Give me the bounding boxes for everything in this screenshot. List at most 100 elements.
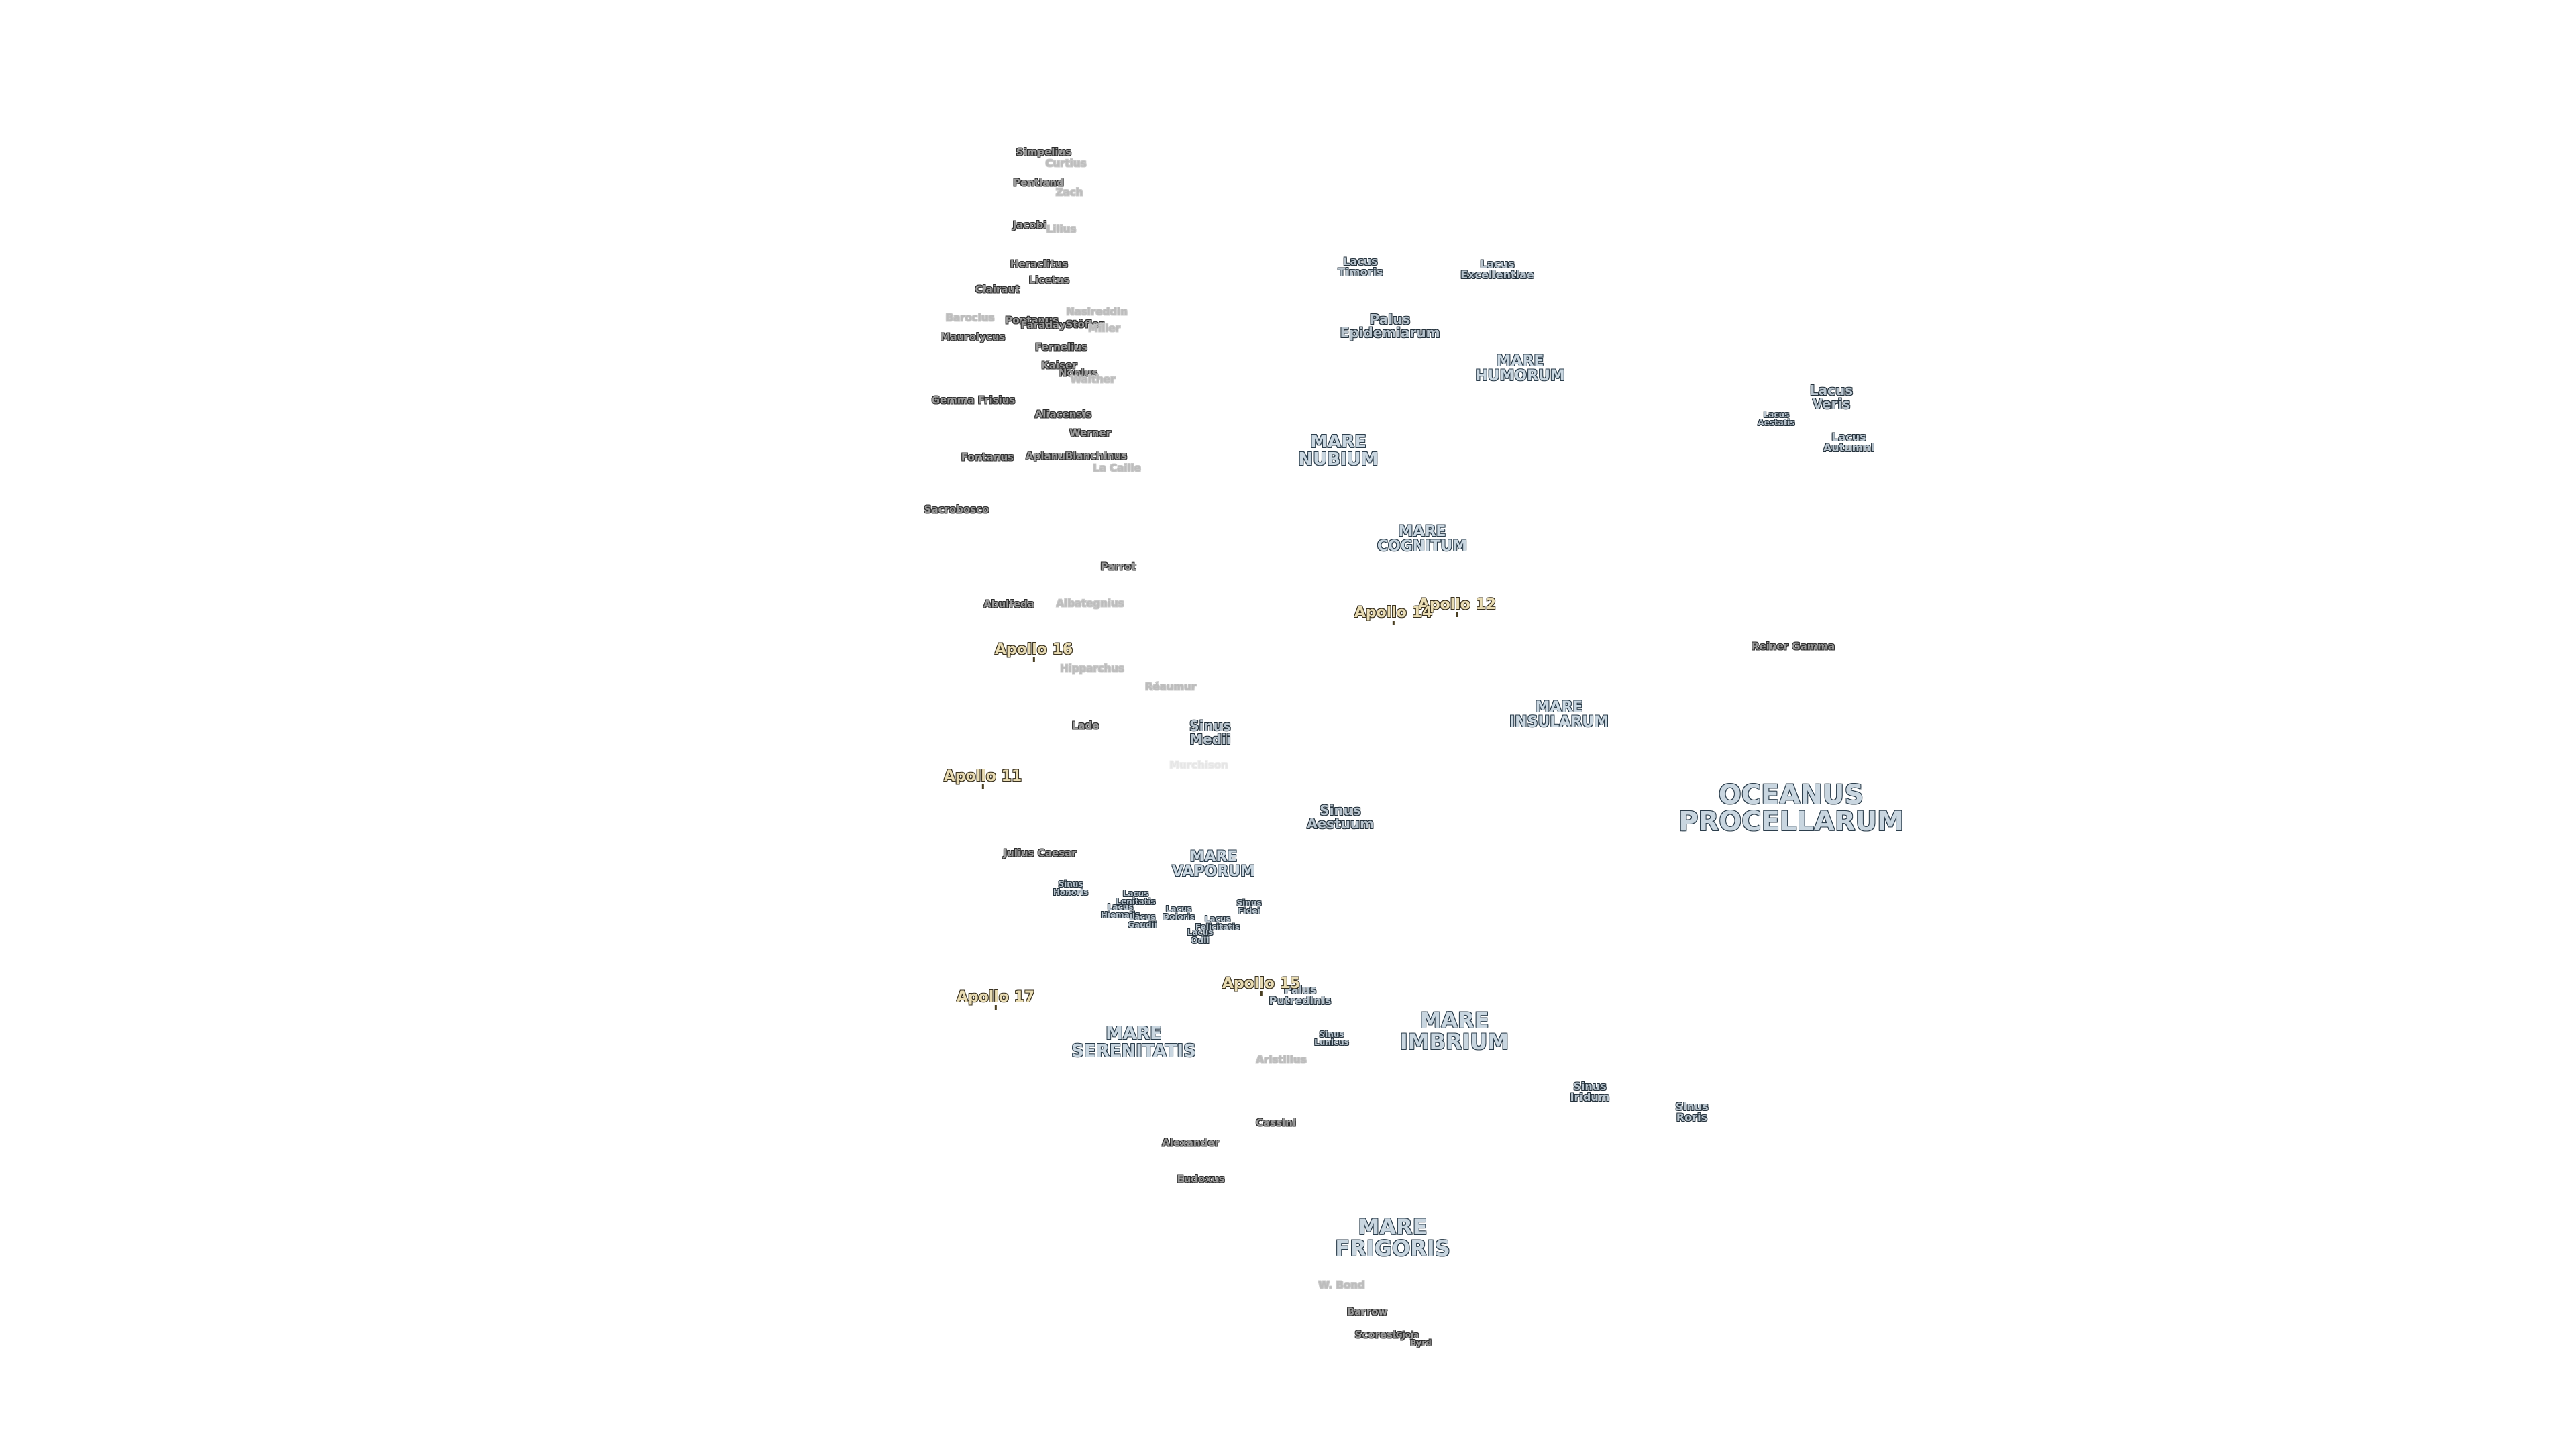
label-lilius: Lilius: [1046, 223, 1077, 235]
marker-apollo-14[interactable]: Apollo 14: [1354, 604, 1433, 625]
label-alexander: Alexander: [1162, 1136, 1220, 1149]
label-lade: Lade: [1071, 719, 1099, 732]
label-aliacensis: Aliacensis: [1034, 408, 1092, 421]
label-stoefler: Stöfler: [1065, 318, 1104, 331]
label-line: Lacus: [1480, 258, 1515, 270]
label-line: Epidemiarum: [1340, 325, 1440, 341]
label-jacobi: Jacobi: [1012, 219, 1047, 231]
pin-icon: [1032, 657, 1035, 662]
label-licetus: Licetus: [1028, 274, 1070, 286]
label-simpelius: Simpelius: [1016, 146, 1072, 158]
label-line: MARE: [1496, 353, 1544, 370]
label-line: Lacus: [1165, 904, 1192, 914]
label-line: Veris: [1812, 396, 1851, 412]
label-parrot: Parrot: [1100, 560, 1136, 573]
label-la-caille: La Caille: [1093, 462, 1141, 474]
label-line: Timoris: [1338, 266, 1383, 278]
label-pontanus: Pontanus: [1005, 314, 1059, 327]
marker-apollo-16[interactable]: Apollo 16: [995, 643, 1073, 662]
marker-label: Apollo 15: [1222, 975, 1301, 992]
label-fernelius: Fernelius: [1035, 341, 1087, 354]
label-fontanus: Fontanus: [961, 451, 1014, 464]
label-line: Sinus: [1573, 1080, 1607, 1093]
label-aristillus: Aristillus: [1256, 1053, 1307, 1066]
label-line: Sinus: [1189, 718, 1231, 734]
label-hipparchus: Hipparchus: [1060, 662, 1124, 675]
pin-icon: [1392, 621, 1395, 625]
label-line: Medii: [1189, 731, 1231, 747]
label-line: Lacus: [1187, 928, 1214, 937]
label-apianus: Apianus: [1026, 449, 1071, 462]
label-line: Lacus: [1343, 255, 1378, 268]
label-walther: Walther: [1070, 373, 1116, 386]
label-line: MARE: [1358, 1214, 1428, 1240]
label-line: MARE: [1106, 1024, 1162, 1044]
marker-apollo-11[interactable]: Apollo 11: [944, 769, 1022, 789]
label-line: Fidei: [1238, 906, 1260, 916]
label-line: Lenitatis: [1116, 897, 1156, 906]
label-reaumur: Réaumur: [1144, 680, 1197, 693]
label-albategnius: Albategnius: [1056, 597, 1124, 610]
label-line: MARE: [1419, 1008, 1489, 1033]
marker-apollo-17[interactable]: Apollo 17: [957, 990, 1034, 1010]
label-line: Sinus: [1320, 802, 1361, 818]
label-curtius: Curtius: [1045, 157, 1087, 170]
marker-label: Apollo 14: [1354, 604, 1433, 621]
label-line: Roris: [1676, 1111, 1708, 1124]
label-abulfeda: Abulfeda: [983, 598, 1034, 610]
label-line: Odii: [1191, 936, 1210, 945]
label-line: Lunicus: [1314, 1038, 1349, 1047]
label-miller: Miller: [1088, 322, 1120, 335]
label-line: Excellentiae: [1460, 268, 1534, 281]
label-gemma-frisius: Gemma Frisius: [931, 394, 1016, 407]
label-pentland: Pentland: [1013, 176, 1064, 189]
label-kaiser: Kaiser: [1041, 359, 1077, 372]
label-line: Lacus: [1809, 382, 1854, 398]
marker-apollo-12[interactable]: Apollo 12: [1417, 596, 1497, 617]
label-nasireddin: Nasireddin: [1066, 305, 1128, 318]
label-line: Lacus: [1831, 431, 1866, 443]
label-line: SERENITATIS: [1071, 1041, 1196, 1061]
label-line: Sinus: [1236, 898, 1262, 908]
label-julius-caesar: Julius Caesar: [1003, 847, 1077, 859]
label-heraclitus: Heraclitus: [1010, 258, 1069, 270]
label-line: HUMORUM: [1475, 368, 1565, 384]
label-byrd: Byrd: [1410, 1338, 1432, 1348]
label-line: NUBIUM: [1298, 449, 1379, 470]
label-line: Lacus: [1763, 410, 1790, 419]
label-cassini: Cassini: [1256, 1116, 1296, 1129]
label-barocius: Barocius: [945, 311, 995, 324]
marker-label: Apollo 12: [1417, 596, 1497, 613]
label-reiner-gamma: Reiner Gamma: [1751, 640, 1835, 653]
label-line: FRIGORIS: [1335, 1236, 1450, 1261]
label-line: Lacus: [1107, 902, 1134, 912]
label-line: VAPORUM: [1171, 863, 1256, 880]
pin-icon: [1456, 612, 1458, 617]
label-line: MARE: [1535, 699, 1583, 716]
label-line: Honoris: [1053, 888, 1089, 897]
marker-apollo-15[interactable]: Apollo 15: [1222, 975, 1301, 996]
label-gioja: Gioja: [1395, 1330, 1419, 1340]
label-w-bond: W. Bond: [1318, 1279, 1365, 1291]
label-line: Aestuum: [1307, 816, 1374, 832]
label-line: COGNITUM: [1377, 538, 1468, 555]
label-line: OCEANUS: [1718, 780, 1864, 810]
